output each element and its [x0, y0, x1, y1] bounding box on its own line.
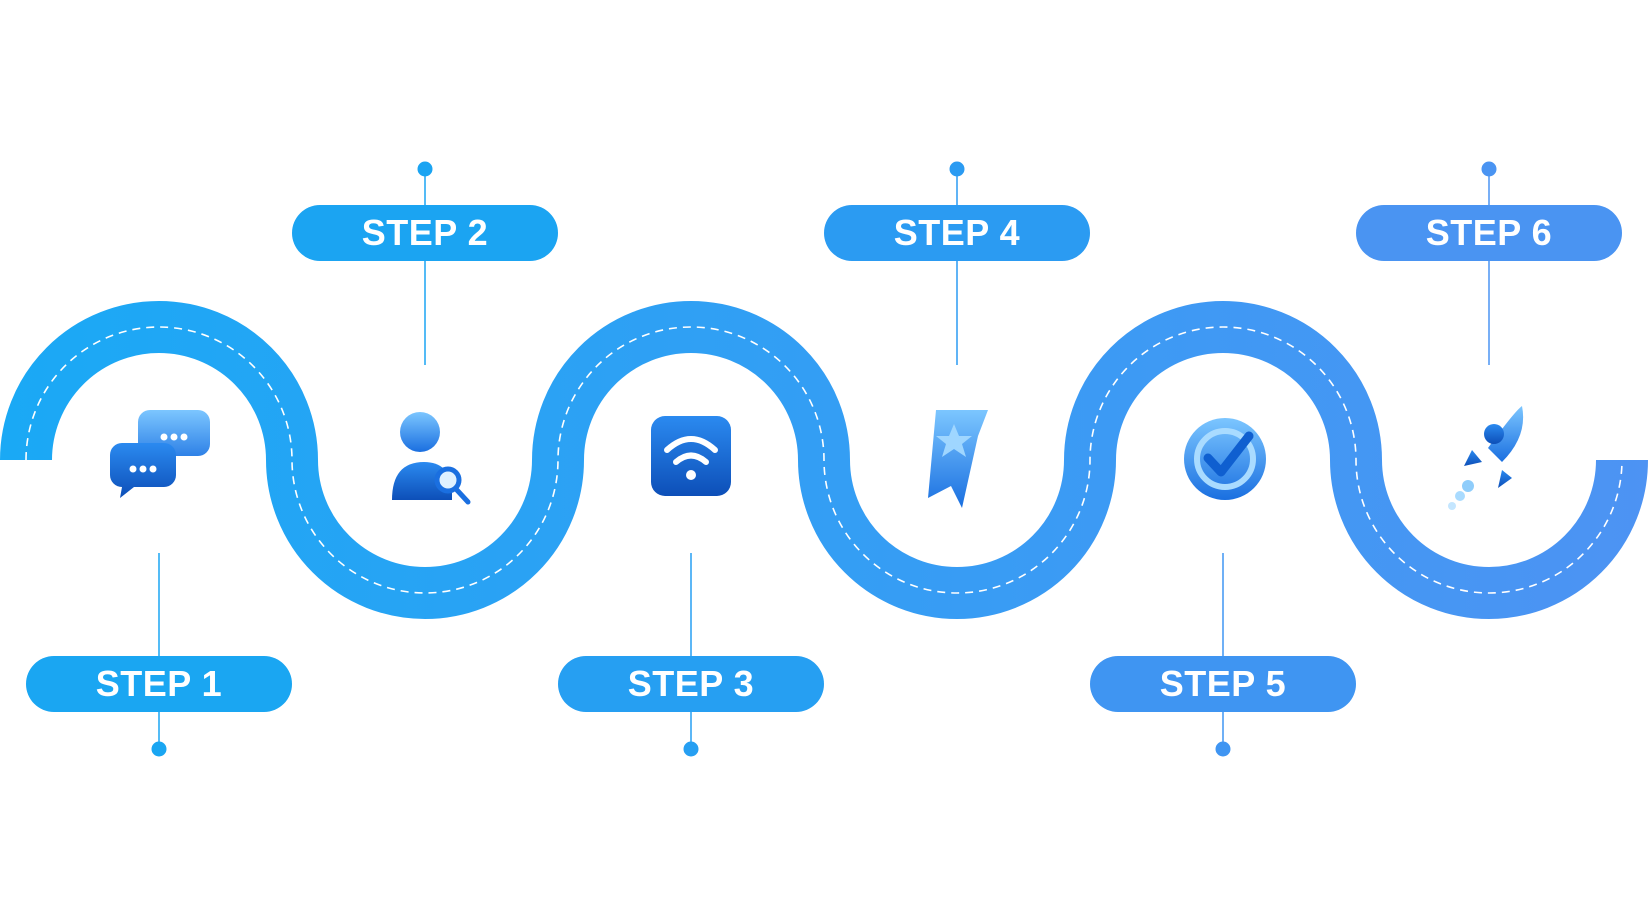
bookmark-star-icon: [928, 410, 988, 508]
check-badge-icon: [1184, 418, 1266, 500]
step-3-label: STEP 3: [558, 656, 824, 712]
chat-bubbles-icon: [110, 410, 210, 498]
connector-step-1: [151, 553, 167, 757]
connector-step-6: [1481, 161, 1497, 365]
step-6-label: STEP 6: [1356, 205, 1622, 261]
step-1-label: STEP 1: [26, 656, 292, 712]
connector-step-4: [949, 161, 965, 365]
wifi-icon: [651, 416, 731, 496]
rocket-icon: [1448, 406, 1524, 510]
connector-step-3: [683, 553, 699, 757]
connector-step-2: [417, 161, 433, 365]
road-center-dashes: [25, 326, 1623, 594]
user-search-icon: [392, 412, 471, 505]
step-5-label: STEP 5: [1090, 656, 1356, 712]
connector-step-5: [1215, 553, 1231, 757]
step-2-label: STEP 2: [292, 205, 558, 261]
step-4-label: STEP 4: [824, 205, 1090, 261]
